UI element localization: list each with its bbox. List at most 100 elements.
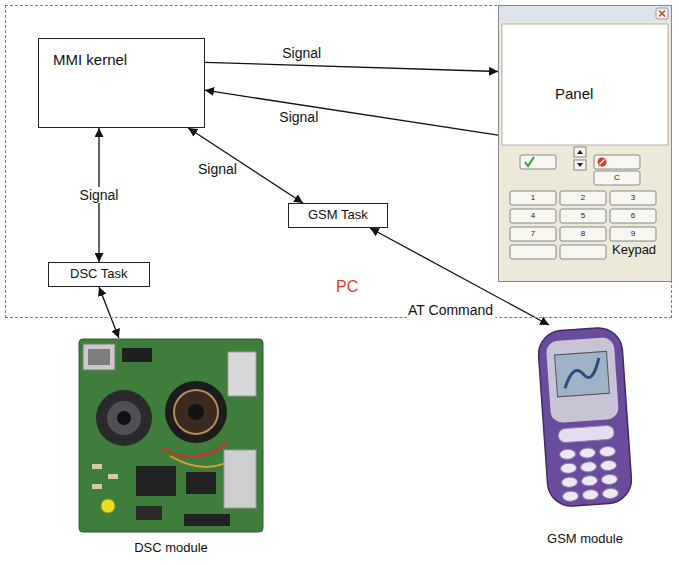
- signal-arrow: [205, 62, 498, 71]
- signal-arrow: [188, 128, 303, 203]
- phone-key: [582, 489, 599, 500]
- screen-logo: [563, 358, 601, 388]
- phone-key: [579, 447, 596, 458]
- keypad-button: [510, 209, 556, 223]
- down-button: [574, 160, 586, 170]
- edge-label: Signal: [280, 45, 323, 61]
- phone-body: [537, 326, 633, 507]
- coil: [165, 381, 227, 443]
- box-label: GSM Task: [308, 208, 368, 223]
- window-frame: [499, 6, 672, 282]
- keypad-button: [560, 209, 606, 223]
- up-button: [574, 147, 586, 157]
- phone-key: [560, 463, 577, 474]
- panel-label: Panel: [555, 85, 593, 102]
- phone: [537, 326, 633, 507]
- phone-key: [601, 474, 618, 485]
- keypad-button: [510, 227, 556, 241]
- resistor: [108, 474, 118, 479]
- phone-screen: [555, 351, 610, 397]
- edge-label: Signal: [196, 161, 239, 177]
- gsm-module: GSM module: [515, 325, 655, 553]
- module-caption: GSM module: [515, 532, 655, 547]
- down-icon: [577, 163, 583, 167]
- button-label: 4: [510, 209, 556, 223]
- keypad-button: [560, 245, 606, 259]
- phone-key: [581, 475, 598, 486]
- nav-key: [558, 425, 615, 443]
- button-label: 8: [560, 227, 606, 241]
- button-label: 5: [560, 209, 606, 223]
- shield: [224, 450, 256, 508]
- process-box: MMI kernel: [38, 38, 205, 128]
- led: [101, 499, 115, 513]
- button-label: 2: [560, 191, 606, 205]
- edge-label: AT Command: [406, 302, 495, 318]
- resistor: [92, 464, 102, 469]
- phone-key: [580, 461, 597, 472]
- coil-core: [188, 404, 204, 420]
- dsc-module: DSC module: [78, 338, 264, 560]
- metal-can: [228, 352, 256, 396]
- close-button: [656, 8, 668, 19]
- chip: [186, 472, 216, 494]
- resistor: [92, 484, 102, 489]
- edge-label: Signal: [78, 187, 121, 203]
- keypad-button: [560, 227, 606, 241]
- keypad-button: [610, 209, 656, 223]
- panel-display: [502, 24, 668, 145]
- keypad-label: Keypad: [612, 243, 656, 258]
- keypad-button: [510, 245, 556, 259]
- lens-core: [117, 411, 131, 425]
- chip: [136, 506, 162, 520]
- window-panel-art: [498, 5, 672, 282]
- module-caption: DSC module: [78, 541, 264, 556]
- clear-button: [594, 171, 640, 185]
- phone-key: [562, 491, 579, 502]
- close-cross: [659, 11, 665, 17]
- task-box: DSC Task: [48, 262, 150, 287]
- signal-arrow: [99, 287, 119, 338]
- keypad-button: [610, 227, 656, 241]
- button-label: 6: [610, 209, 656, 223]
- gsm-module-art: [525, 325, 645, 510]
- box-label: DSC Task: [70, 267, 128, 282]
- keypad-button: [610, 191, 656, 205]
- button-label: 1: [510, 191, 556, 205]
- phone-key: [602, 488, 619, 499]
- coil-wind: [174, 390, 218, 434]
- phone-face: [546, 337, 620, 424]
- phone-key: [561, 477, 578, 488]
- window-panel: PanelKeypad C 123 456 789: [498, 5, 672, 282]
- region-label: PC: [336, 278, 358, 296]
- phone-key: [599, 446, 616, 457]
- header: [184, 514, 230, 526]
- check-icon: [525, 157, 534, 166]
- title-bar: [499, 6, 671, 21]
- connector-hole: [88, 349, 110, 365]
- edge-label: Signal: [277, 109, 320, 125]
- chip: [122, 348, 152, 362]
- chip: [136, 466, 176, 496]
- keypad-button: [510, 191, 556, 205]
- keypad-button: [560, 191, 606, 205]
- button-label: 9: [610, 227, 656, 241]
- phone-key: [600, 460, 617, 471]
- exit-icon-bar: [600, 160, 605, 165]
- dsc-module-art: [78, 338, 264, 533]
- connector: [83, 344, 115, 370]
- signal-arrow: [205, 90, 498, 135]
- button-label: 3: [610, 191, 656, 205]
- button-label: 7: [510, 227, 556, 241]
- exit-button: [594, 155, 640, 169]
- pc-region: PC MMI kernelPanelKeypad C 123 456 789 GSM Tas…: [5, 5, 672, 318]
- up-icon: [577, 150, 583, 154]
- lens: [107, 401, 141, 435]
- button-label: C: [594, 171, 640, 185]
- phone-key: [559, 449, 576, 460]
- task-box: GSM Task: [288, 203, 388, 228]
- lens-ring: [96, 390, 152, 446]
- ok-button: [520, 155, 556, 169]
- exit-icon: [598, 158, 607, 167]
